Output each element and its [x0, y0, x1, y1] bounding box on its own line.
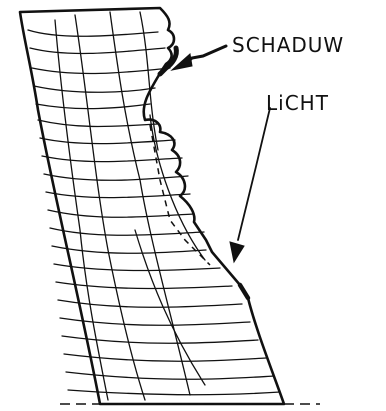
light-label: LiCHT	[266, 91, 329, 115]
shadow-label: SCHADUW	[232, 33, 344, 57]
light-arrow	[230, 108, 270, 262]
shadow-arrow	[172, 46, 226, 70]
shadow-edge-bottom	[240, 285, 248, 298]
wood-grain-hatching	[28, 12, 280, 400]
